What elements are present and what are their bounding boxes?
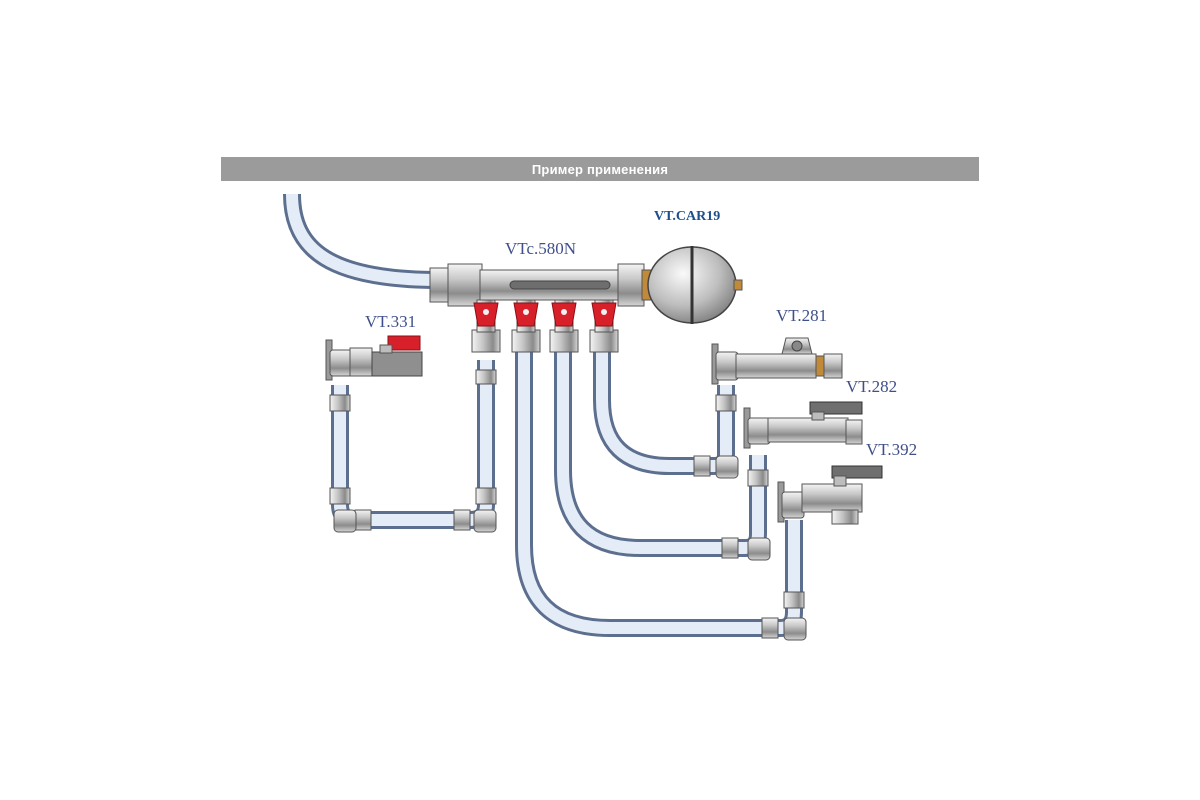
ball-valve-vt331: [325, 335, 423, 381]
label-vt282: VT.282: [846, 377, 897, 396]
valve-vt282: [743, 401, 863, 449]
label-ball-valve: VT.331: [365, 312, 416, 331]
manifold-valve-handle: [513, 302, 539, 327]
elbow-fitting: [715, 455, 739, 479]
pipe-loop-vt331: [331, 360, 495, 529]
inlet-pipe: [283, 193, 441, 289]
label-expansion-tank: VT.CAR19: [654, 209, 720, 224]
valve-vt281: [711, 337, 843, 385]
header-title: Пример применения: [531, 161, 669, 177]
manifold-valve-handle: [591, 302, 617, 327]
elbow-fitting: [783, 617, 807, 641]
elbow-fitting: [747, 537, 771, 561]
elbow-fitting: [333, 509, 357, 533]
manifold: [429, 263, 653, 353]
label-vt281: VT.281: [776, 306, 827, 325]
expansion-tank: [647, 246, 743, 324]
label-manifold: VTc.580N: [505, 239, 576, 258]
valve-handle: [831, 465, 883, 479]
manifold-valve-handle: [473, 302, 499, 327]
pipe-fittings: [329, 369, 807, 641]
manifold-inlet-nut: [429, 267, 451, 303]
manifold-valve-handle: [551, 302, 577, 327]
header-banner: Пример применения: [221, 157, 979, 181]
elbow-fitting: [473, 509, 497, 533]
label-vt392: VT.392: [866, 440, 917, 459]
valve-handle: [809, 401, 863, 415]
ball-valve-handle: [387, 335, 421, 351]
valve-vt392: [777, 465, 883, 525]
